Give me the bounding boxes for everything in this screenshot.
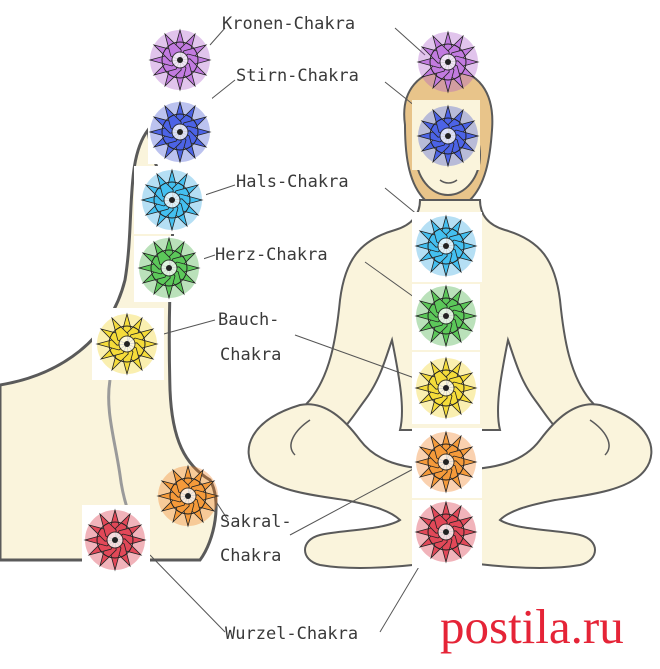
- side-brow-mandala: [149, 101, 211, 163]
- side-heart-mandala: [138, 237, 200, 299]
- label-solar-chakra-line2: Chakra: [220, 345, 282, 365]
- side-root-mandala: [84, 509, 146, 571]
- front-chakra-mandalas: [412, 31, 482, 568]
- front-crown-mandala: [417, 31, 479, 93]
- front-root-mandala: [415, 501, 477, 563]
- label-heart-chakra: Herz-Chakra: [215, 245, 328, 265]
- side-solar-mandala: [96, 313, 158, 375]
- side-crown-mandala: [149, 29, 211, 91]
- postila-watermark: postila.ru: [440, 599, 624, 654]
- label-throat-chakra: Hals-Chakra: [236, 172, 349, 192]
- side-sacral-mandala: [157, 465, 219, 527]
- label-crown-chakra: Kronen-Chakra: [222, 14, 356, 34]
- right-hand-line: [589, 419, 610, 456]
- side-chakra-mandalas: [82, 29, 219, 575]
- label-brow-chakra: Stirn-Chakra: [236, 66, 359, 86]
- front-throat-mandala: [415, 215, 477, 277]
- left-hand-line: [290, 419, 311, 456]
- front-brow-mandala: [417, 105, 479, 167]
- label-sacral-chakra-line1: Sakral-: [220, 512, 292, 532]
- label-sacral-chakra-line2: Chakra: [220, 546, 282, 566]
- front-solar-mandala: [415, 357, 477, 419]
- front-heart-mandala: [415, 285, 477, 347]
- side-throat-mandala: [141, 169, 203, 231]
- front-sacral-mandala: [415, 431, 477, 493]
- label-solar-chakra-line1: Bauch-: [218, 310, 280, 330]
- mouth-line: [439, 179, 458, 184]
- label-root-chakra: Wurzel-Chakra: [225, 624, 359, 644]
